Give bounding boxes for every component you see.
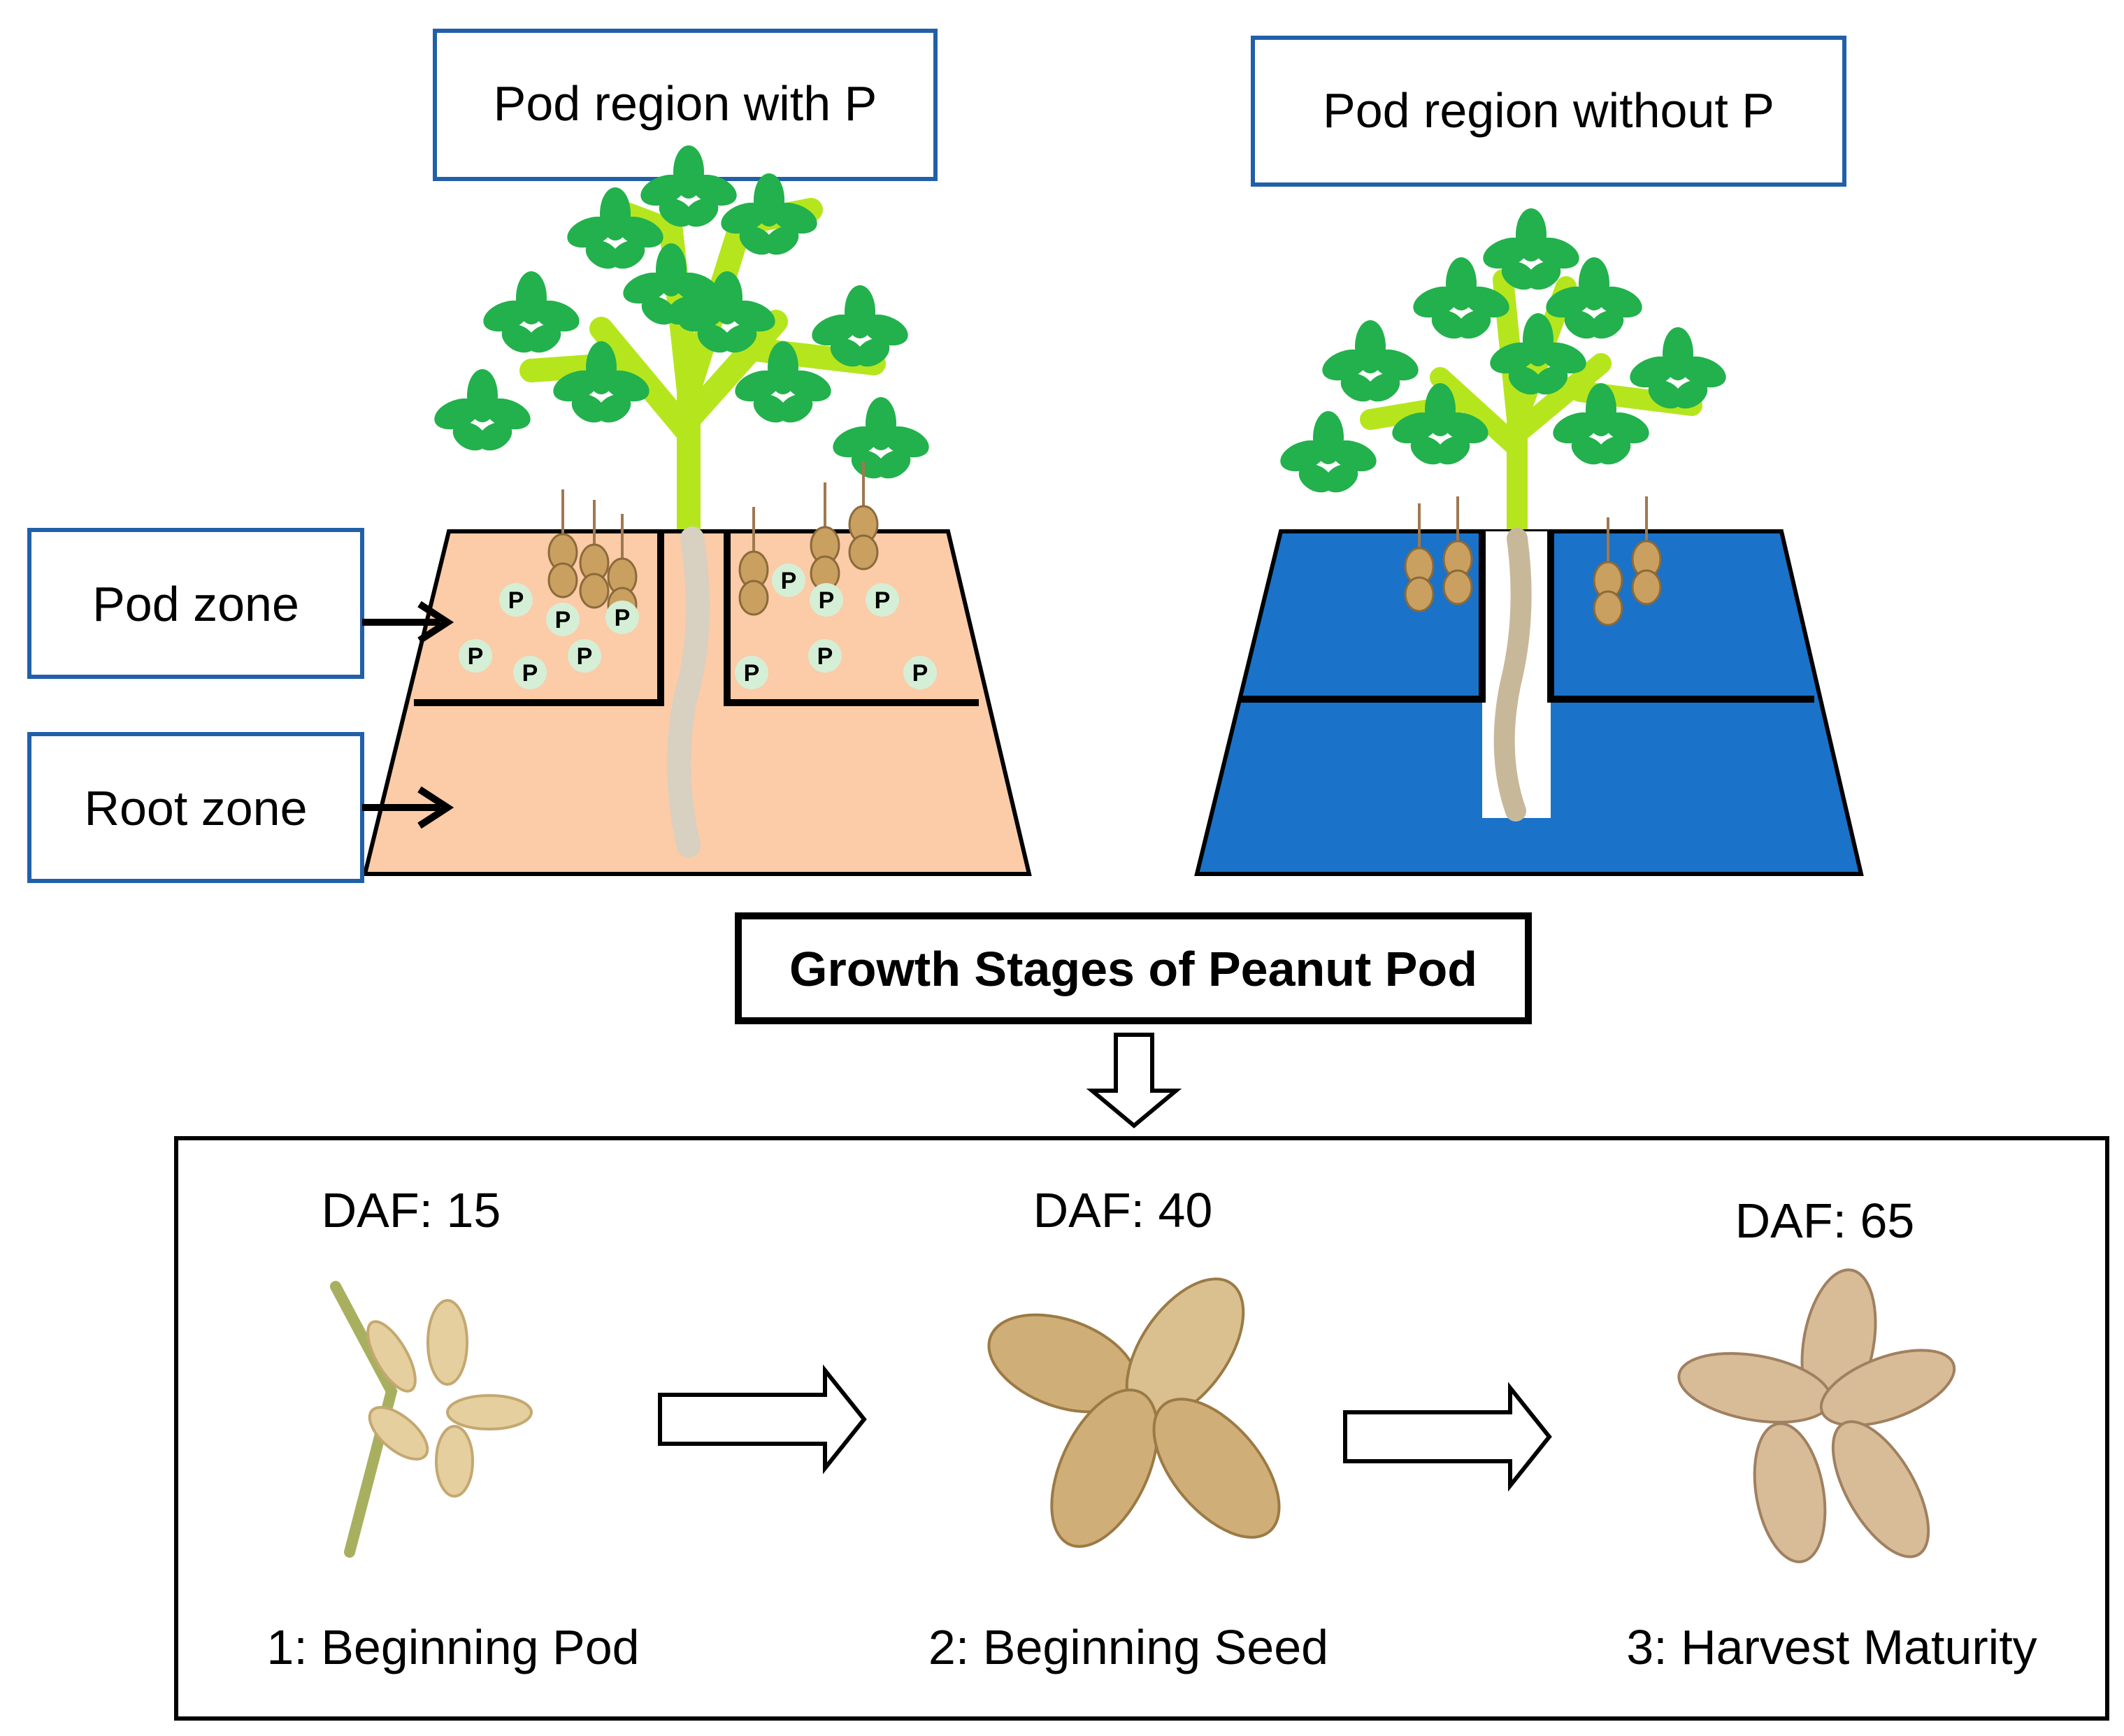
p-marker: P bbox=[808, 639, 842, 673]
pod-region-without-p-title-box: Pod region without P bbox=[1251, 36, 1846, 187]
svg-text:P: P bbox=[508, 587, 524, 614]
svg-text:P: P bbox=[468, 643, 484, 670]
stage-name: 1: Beginning Pod bbox=[266, 1620, 639, 1674]
arrow-right-icon bbox=[362, 601, 454, 644]
p-marker: P bbox=[735, 656, 768, 689]
svg-text:P: P bbox=[555, 607, 571, 633]
p-marker: P bbox=[866, 583, 899, 617]
arrow-right-icon bbox=[362, 786, 454, 829]
stage-name: 3: Harvest Maturity bbox=[1626, 1620, 2037, 1674]
svg-text:P: P bbox=[819, 587, 835, 614]
svg-text:P: P bbox=[875, 587, 891, 614]
stage-harvest-maturity: DAF: 65 3: Harvest Maturity bbox=[1626, 1193, 2037, 1674]
root-icon bbox=[1493, 528, 1532, 822]
stage-name: 2: Beginning Seed bbox=[928, 1620, 1328, 1674]
pod-region-with-p-panel: Pod region with P bbox=[362, 29, 1032, 876]
soil-with-p bbox=[362, 529, 1032, 876]
p-markers: P P P P P P P P P P P P bbox=[459, 564, 937, 689]
p-marker: P bbox=[546, 603, 580, 636]
stage-daf: DAF: 40 bbox=[1033, 1183, 1213, 1238]
stage-daf: DAF: 15 bbox=[322, 1183, 501, 1238]
p-marker: P bbox=[772, 564, 805, 597]
svg-text:P: P bbox=[744, 660, 760, 687]
svg-text:P: P bbox=[522, 660, 538, 687]
pod-zone-dividers bbox=[1241, 531, 1814, 703]
pod-zone-dividers bbox=[414, 531, 979, 706]
pod-region-without-p-panel: Pod region without P bbox=[1194, 36, 1864, 876]
p-marker: P bbox=[499, 583, 533, 617]
p-marker: P bbox=[810, 583, 843, 617]
root-icon bbox=[667, 526, 710, 858]
pod-zone-label-box: Pod zone bbox=[27, 528, 364, 679]
root-zone-label: Root zone bbox=[84, 781, 307, 835]
svg-text:P: P bbox=[615, 605, 631, 631]
pod-region-without-p-title: Pod region without P bbox=[1323, 83, 1774, 138]
root-zone-label-box: Root zone bbox=[27, 732, 364, 883]
arrow-right-icon bbox=[1343, 1382, 1552, 1492]
stage-daf: DAF: 65 bbox=[1735, 1193, 1915, 1248]
peanut-pod-icon bbox=[1677, 1268, 1956, 1563]
arrow-down-icon bbox=[1086, 1033, 1182, 1128]
p-marker: P bbox=[568, 639, 601, 673]
p-marker: P bbox=[513, 656, 547, 689]
svg-text:P: P bbox=[781, 568, 797, 594]
stage-beginning-pod: DAF: 15 1: Beginning Pod bbox=[266, 1183, 639, 1674]
arrow-right-icon bbox=[658, 1364, 867, 1475]
stage-beginning-seed: DAF: 40 2: Beginning Seed bbox=[928, 1183, 1328, 1674]
pod-region-with-p-title: Pod region with P bbox=[494, 76, 877, 131]
growth-stages-header: Growth Stages of Peanut Pod bbox=[789, 942, 1477, 996]
svg-text:P: P bbox=[817, 643, 833, 670]
svg-text:P: P bbox=[912, 660, 928, 687]
peanut-pod-icon bbox=[330, 1281, 533, 1558]
p-marker: P bbox=[605, 601, 639, 634]
p-marker: P bbox=[903, 656, 937, 689]
svg-text:P: P bbox=[577, 643, 593, 670]
pod-zone-label: Pod zone bbox=[92, 577, 299, 631]
peanut-pod-icon bbox=[987, 1277, 1281, 1548]
plant-icon bbox=[1276, 208, 1730, 542]
growth-stages-header-box: Growth Stages of Peanut Pod bbox=[735, 912, 1532, 1024]
p-marker: P bbox=[459, 639, 492, 673]
plant-icon bbox=[430, 145, 933, 543]
